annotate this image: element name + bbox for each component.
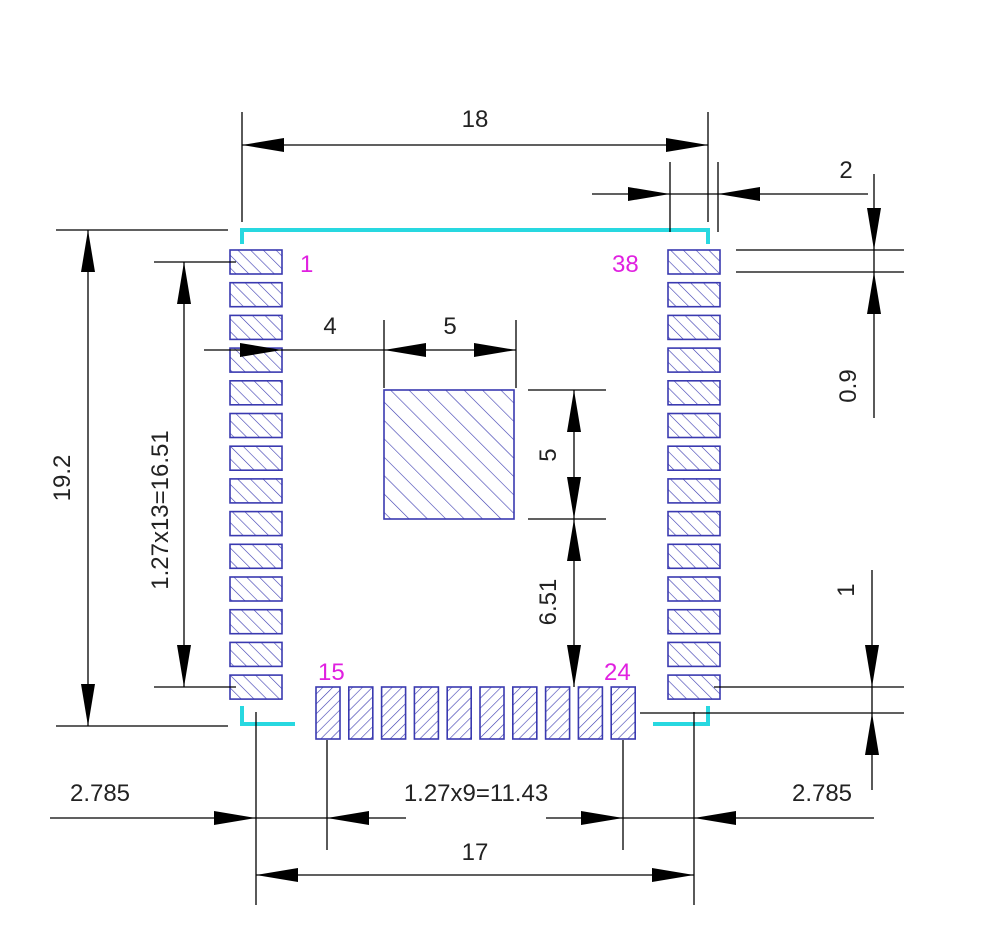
outline-bottom-left	[240, 706, 295, 726]
pin-label-15: 15	[318, 659, 345, 686]
bottom-pad	[479, 686, 505, 740]
right-pad	[667, 249, 721, 275]
module-outline	[240, 228, 710, 726]
left-pad	[229, 608, 283, 635]
right-pad	[667, 379, 721, 406]
left-pad	[229, 543, 283, 570]
left-pad	[229, 674, 283, 700]
right-pad	[667, 347, 721, 373]
right-pad	[667, 510, 721, 537]
right-pad	[667, 608, 721, 635]
left-pad	[229, 379, 283, 406]
dimension-label-4: 4	[323, 313, 336, 340]
bottom-pad	[511, 686, 538, 740]
dimension-label-2.785-right: 2.785	[792, 780, 852, 807]
right-pad	[667, 445, 721, 472]
pin-label-38: 38	[612, 251, 639, 278]
bottom-pad	[544, 686, 571, 740]
outline-top	[240, 228, 710, 244]
dimension-label-6.51: 6.51	[535, 579, 562, 626]
right-pad	[667, 543, 721, 570]
left-pad	[229, 249, 283, 275]
left-pad	[229, 445, 283, 472]
dimension-epad-vertical: 5 6.51	[528, 389, 606, 687]
right-pad	[667, 674, 721, 700]
dimension-epad-horizontal: 4 5	[204, 313, 517, 388]
right-pad	[667, 412, 721, 439]
right-pad-column	[667, 249, 721, 700]
dimension-label-epad-width: 5	[443, 313, 456, 340]
dimension-bottom-pin-span: 2.785 1.27x9=11.43 2.785	[50, 712, 874, 905]
bottom-pad	[315, 686, 341, 740]
left-pad	[229, 281, 283, 308]
dimension-label-2.785-left: 2.785	[70, 780, 130, 807]
bottom-pad	[610, 686, 637, 740]
left-pad	[229, 510, 283, 537]
dimension-label-1: 1	[833, 583, 860, 596]
exposed-center-pad	[383, 389, 515, 520]
bottom-pad	[577, 686, 604, 740]
left-pad	[229, 576, 283, 602]
dimension-label-17: 17	[462, 839, 489, 866]
dimension-top-width: 18	[241, 106, 709, 222]
left-pad	[229, 314, 283, 341]
dimension-vertical-pin-span: 1.27x13=16.51	[147, 261, 236, 688]
dimension-label-epad-height: 5	[535, 448, 562, 461]
bottom-pad-row	[315, 686, 637, 740]
dimension-label-19.2: 19.2	[49, 455, 76, 502]
outline-bottom-right	[653, 706, 710, 726]
pin-label-24: 24	[604, 659, 631, 686]
right-pad	[667, 314, 721, 341]
dimension-label-pin-span-horizontal: 1.27x9=11.43	[404, 780, 548, 807]
bottom-pad	[413, 686, 440, 740]
dimension-overall-height: 19.2	[49, 229, 228, 727]
dimension-label-0.9: 0.9	[835, 369, 862, 402]
bottom-pad	[446, 686, 473, 740]
left-pad	[229, 412, 283, 439]
left-pad-column	[229, 249, 283, 700]
right-pad	[667, 478, 721, 504]
right-pad	[667, 576, 721, 602]
left-pad	[229, 641, 283, 668]
dimension-label-18: 18	[462, 106, 489, 133]
left-pad	[229, 478, 283, 504]
pin-label-1: 1	[300, 251, 313, 278]
dimension-pad-length: 1	[640, 570, 904, 790]
dimension-label-2: 2	[839, 157, 852, 184]
right-pad	[667, 641, 721, 668]
right-pad	[667, 281, 721, 308]
bottom-pad	[380, 686, 407, 740]
dimension-pad-width: 0.9	[736, 174, 904, 418]
bottom-pad	[347, 686, 374, 740]
dimension-bottom-width: 17	[256, 839, 694, 882]
dimension-right-offset: 2	[592, 157, 868, 232]
dimension-label-pin-span-vertical: 1.27x13=16.51	[147, 430, 174, 589]
